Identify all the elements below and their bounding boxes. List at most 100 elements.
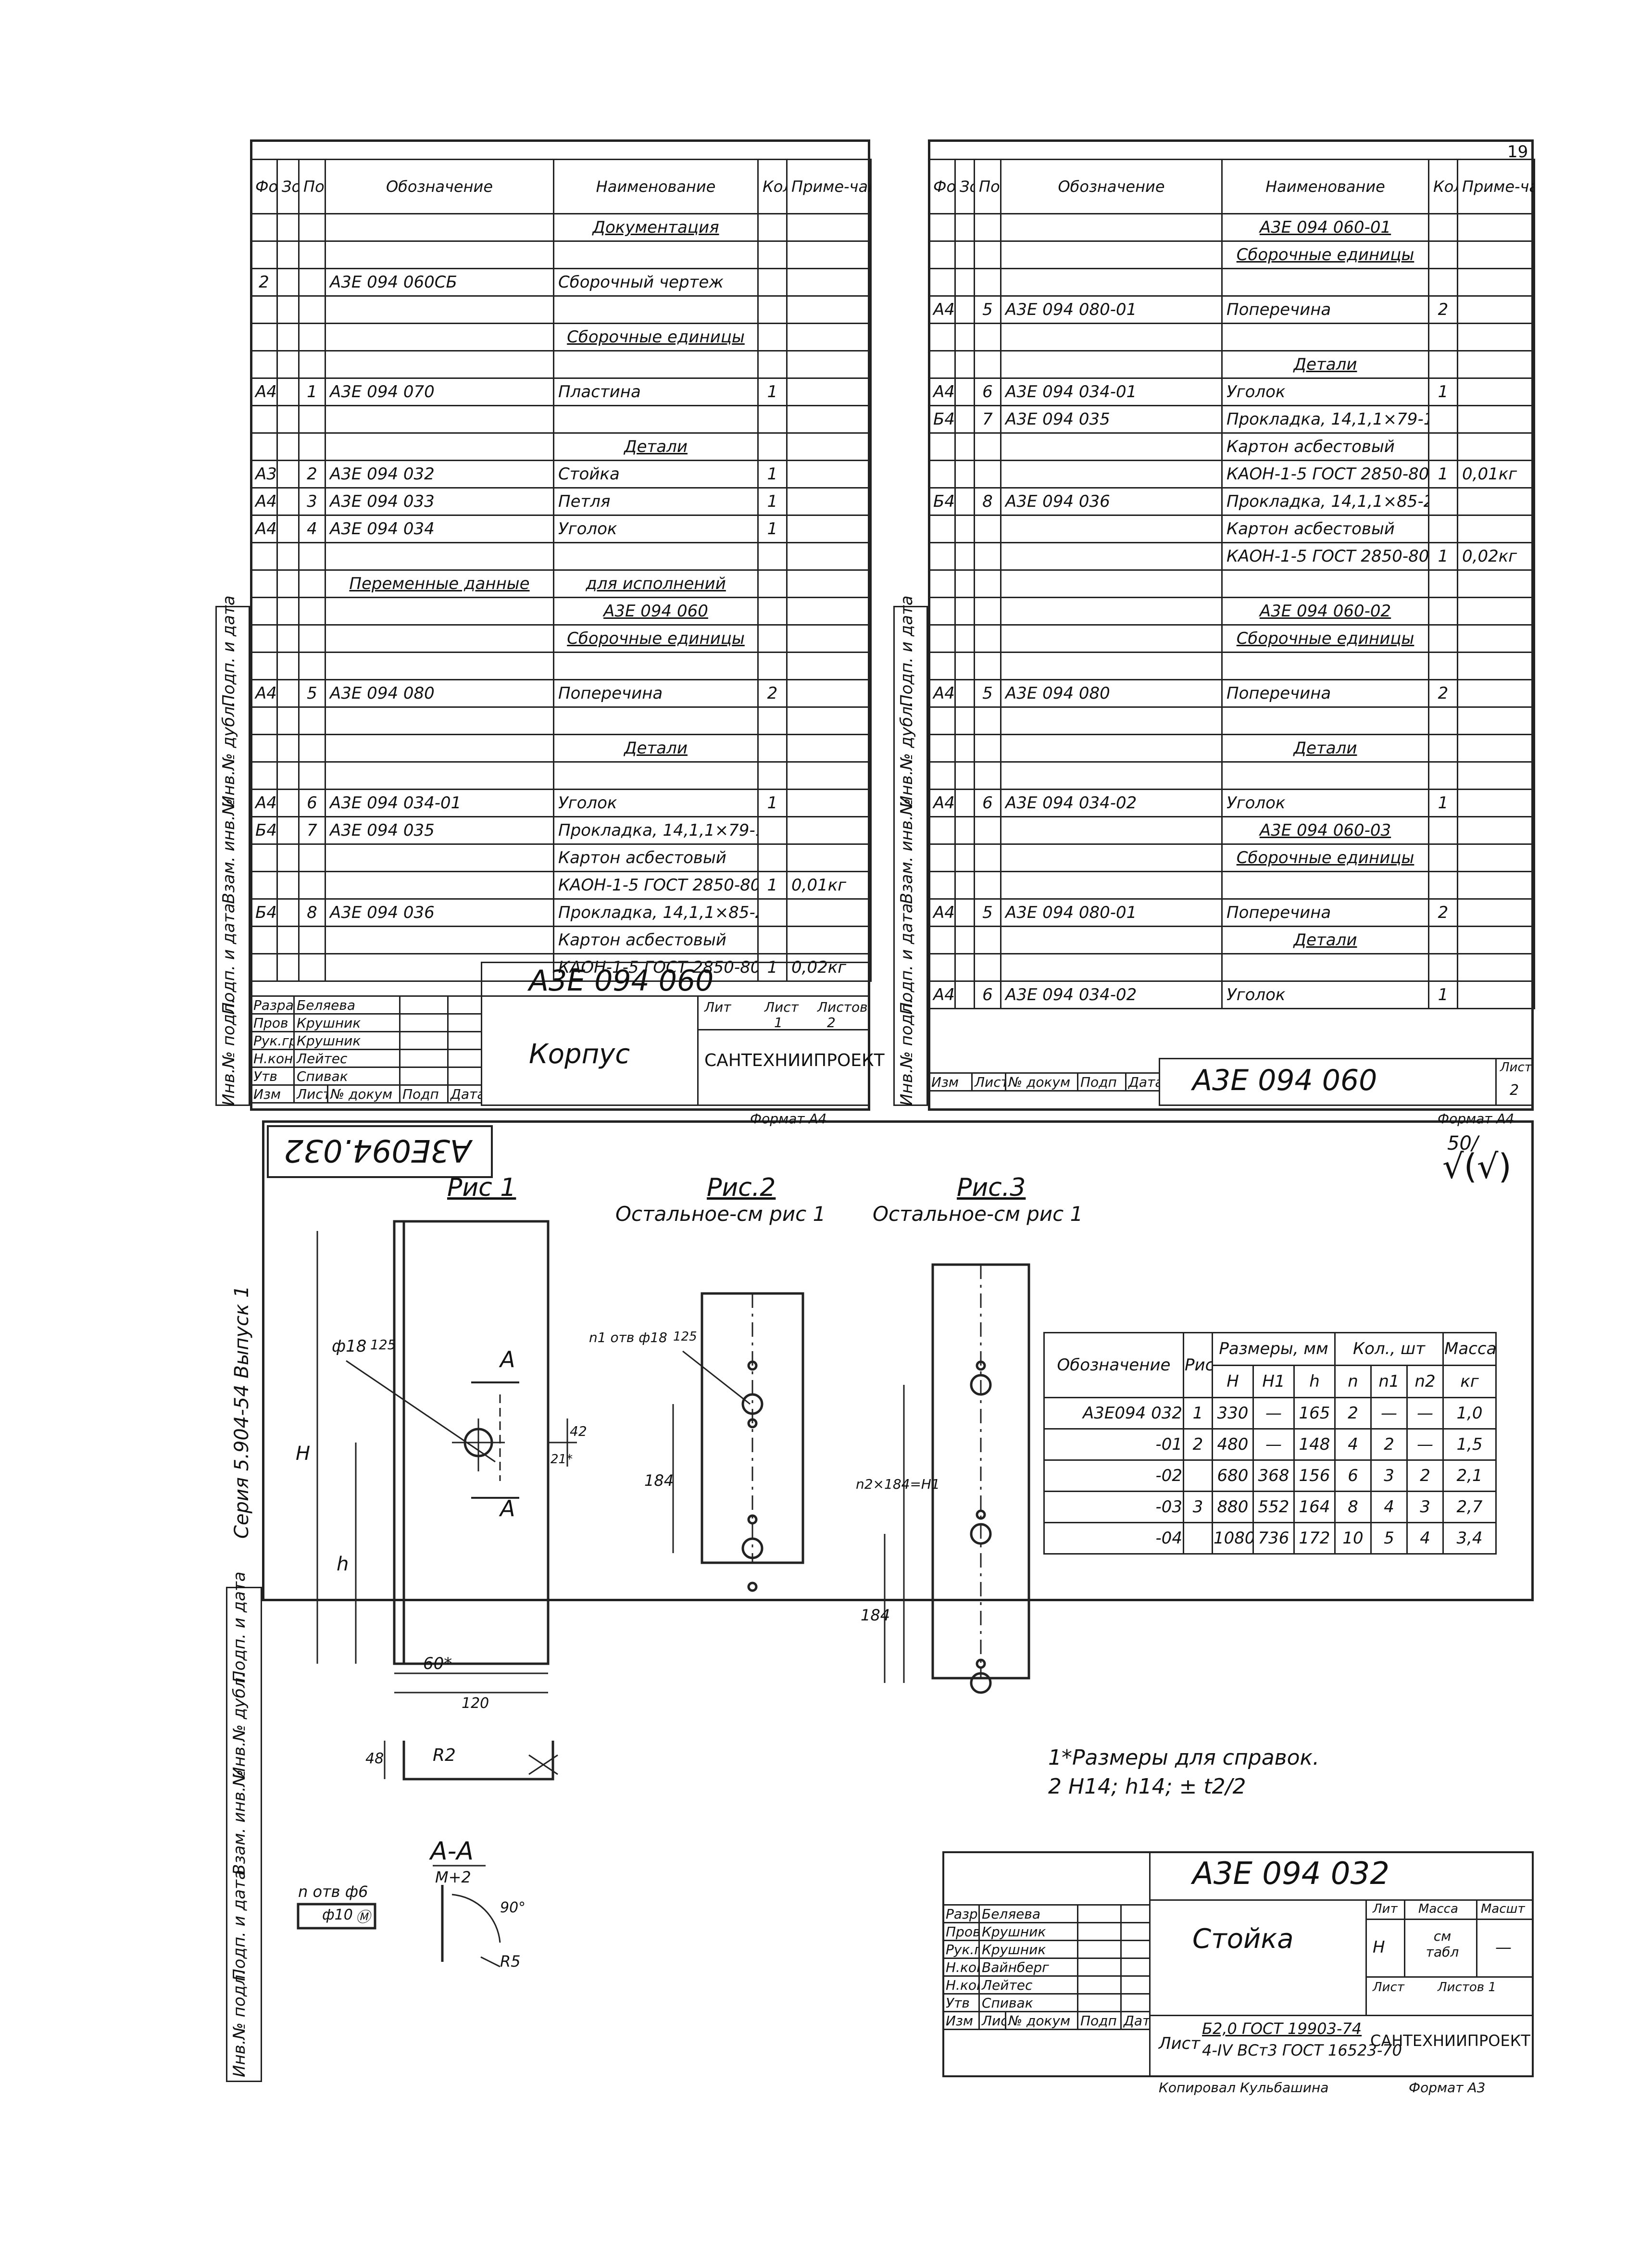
- table-cell: 480: [1212, 1428, 1254, 1461]
- table-cell: 736: [1252, 1522, 1295, 1555]
- note-cell: [1457, 871, 1535, 900]
- person-name-cell: Крушник: [293, 1013, 400, 1032]
- zone-cell: [276, 679, 300, 708]
- signature-cell: [1077, 1940, 1122, 1959]
- pos-cell: [974, 268, 1001, 297]
- note-cell: 0,02кг: [786, 953, 872, 982]
- pos-cell: [298, 432, 326, 461]
- designation-cell: [1000, 816, 1223, 845]
- qty-cell: [757, 213, 788, 242]
- table-cell: —: [1252, 1428, 1295, 1461]
- note-cell: [786, 213, 872, 242]
- format-cell: [928, 953, 956, 982]
- note-cell: [786, 405, 872, 434]
- table-row: [928, 268, 1535, 297]
- format-cell: [250, 295, 278, 324]
- format-cell: 2: [250, 268, 278, 297]
- pos-cell: [974, 432, 1001, 461]
- designation-cell: [1000, 871, 1223, 900]
- zone-cell: [276, 268, 300, 297]
- name-cell: Детали: [1221, 926, 1429, 954]
- qty-cell: 1: [757, 789, 788, 817]
- table-cell: 4: [1406, 1522, 1444, 1555]
- qty-cell: 1: [757, 487, 788, 516]
- zone-cell: [276, 460, 300, 489]
- right-specification-table: ФорматЗонаПозОбозначениеНаименованиеКолП…: [928, 159, 1535, 1009]
- pos-cell: [974, 871, 1001, 900]
- zone-cell: [954, 350, 975, 379]
- name-cell: КАОН-1-5 ГОСТ 2850-80: [553, 953, 759, 982]
- zone-cell: [276, 843, 300, 872]
- zone-cell: [954, 569, 975, 598]
- left-doc-code: А3Е 094 060: [529, 964, 714, 998]
- table-cell: 2: [1183, 1428, 1213, 1461]
- column-header: h: [1293, 1364, 1336, 1398]
- person-name-cell: Крушник: [978, 1922, 1078, 1941]
- designation-cell: -03: [1043, 1491, 1184, 1523]
- note-cell: [786, 652, 872, 680]
- left-org: САНТЕХНИИПРОЕКТ: [704, 1051, 885, 1070]
- qty-cell: [757, 405, 788, 434]
- pos-cell: [298, 761, 326, 790]
- note-cell: [1457, 652, 1535, 680]
- name-cell: Прокладка, 14,1,1×85-2,2: [553, 898, 759, 927]
- table-row: Картон асбестовый: [250, 843, 872, 872]
- column-header: Зона: [954, 159, 975, 214]
- pos-cell: [974, 542, 1001, 571]
- format-cell: [928, 734, 956, 763]
- name-cell: Картон асбестовый: [553, 926, 759, 954]
- note-cell: [1457, 350, 1535, 379]
- note-cell: [786, 706, 872, 735]
- role-header: Подп: [399, 1084, 449, 1104]
- format-cell: [928, 213, 956, 242]
- person-name-cell: Спивак: [293, 1067, 400, 1086]
- zone-cell: [954, 295, 975, 324]
- column-header: Обозначение: [1000, 159, 1223, 214]
- role-header: Изм: [942, 2011, 980, 2030]
- format-cell: А4: [928, 789, 956, 817]
- format-cell: [928, 515, 956, 543]
- zone-cell: [954, 515, 975, 543]
- pos-cell: [974, 460, 1001, 489]
- role-cell: Рук.гр: [250, 1031, 295, 1050]
- zone-cell: [276, 761, 300, 790]
- column-header: Кол., шт: [1334, 1332, 1444, 1366]
- designation-cell: [325, 432, 554, 461]
- table-cell: 4: [1334, 1428, 1372, 1461]
- role-header: Лист: [978, 2011, 1006, 2030]
- designation-cell: [325, 350, 554, 379]
- pos-cell: [974, 624, 1001, 653]
- name-cell: Пластина: [553, 377, 759, 406]
- zone-cell: [276, 569, 300, 598]
- note-cell: 0,02кг: [1457, 542, 1535, 571]
- column-header: H: [1212, 1364, 1254, 1398]
- name-cell: Картон асбестовый: [1221, 515, 1429, 543]
- name-cell: Уголок: [1221, 377, 1429, 406]
- table-row: [928, 652, 1535, 680]
- name-cell: Детали: [553, 734, 759, 763]
- note-cell: [786, 487, 872, 516]
- table-row: [250, 761, 872, 790]
- designation-cell: [1000, 926, 1223, 954]
- designation-cell: [325, 953, 554, 982]
- note-cell: [1457, 432, 1535, 461]
- table-cell: 2,7: [1442, 1491, 1497, 1523]
- table-row: Детали: [928, 734, 1535, 763]
- name-cell: А3Е 094 060-03: [1221, 816, 1429, 845]
- table-cell: 4: [1370, 1491, 1408, 1523]
- name-cell: [1221, 953, 1429, 982]
- pos-cell: 6: [974, 377, 1001, 406]
- designation-cell: [1000, 843, 1223, 872]
- qty-cell: [1428, 268, 1458, 297]
- qty-cell: [1428, 652, 1458, 680]
- pos-cell: 7: [298, 816, 326, 845]
- signature-cell: [399, 1031, 449, 1050]
- table-row: Документация: [250, 213, 872, 242]
- date-cell: [447, 1031, 482, 1050]
- zone-cell: [954, 953, 975, 982]
- pos-cell: 2: [298, 460, 326, 489]
- qty-cell: [1428, 816, 1458, 845]
